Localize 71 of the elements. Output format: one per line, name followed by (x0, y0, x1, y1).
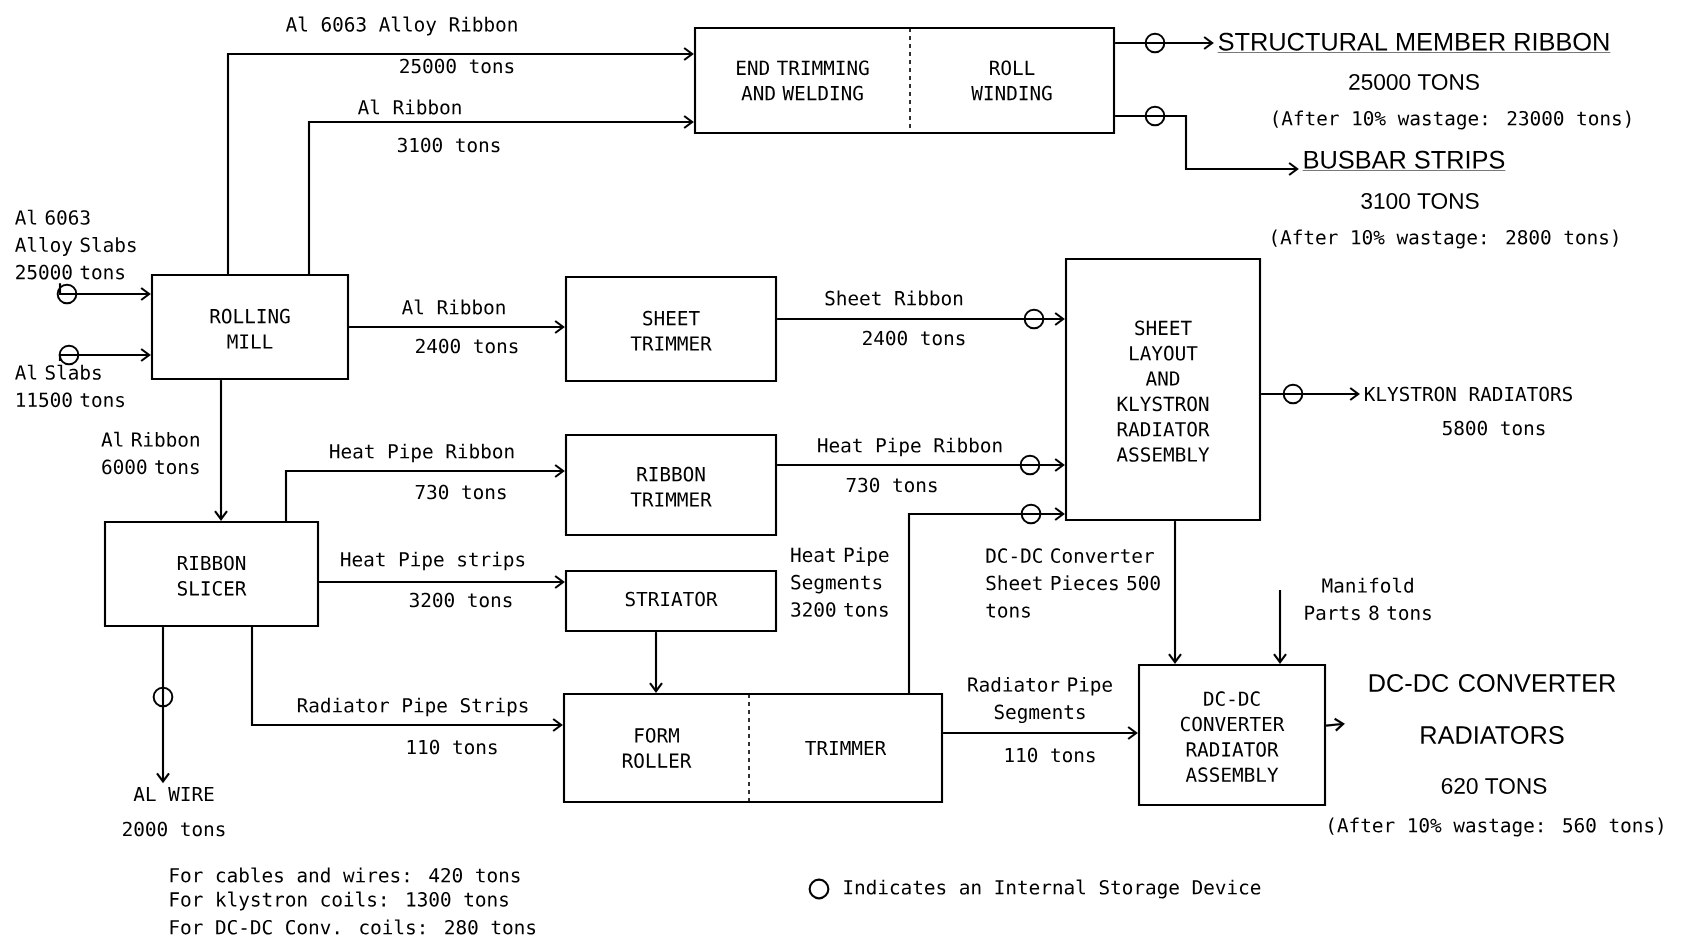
arrow (649, 632, 663, 693)
arrow (319, 575, 565, 589)
split-process-box: FORM ROLLER TRIMMER (562, 692, 944, 804)
process-box: DC-DC CONVERTER RADIATOR ASSEMBLY (1137, 663, 1327, 807)
note-text: For klystron coils: 1300 tons (170, 891, 508, 911)
quantity-text: (After 10% wastage: 560 tons) (1329, 817, 1663, 837)
quantity-text: 3100 tons (397, 137, 500, 153)
input-label: Al 6063 Alloy Slabs 25000 tons (15, 209, 136, 280)
process-box: ROLLING MILL (150, 273, 350, 381)
arrow (284, 464, 565, 521)
output-label: BUSBAR STRIPS (1302, 150, 1506, 171)
edge-label: Heat Pipe Segments 3200 tons (788, 545, 902, 619)
edge-label: Radiator Pipe Segments (960, 675, 1120, 725)
output-label: KLYSTRON RADIATORS (1365, 386, 1572, 402)
arrow (777, 458, 1065, 472)
arrow (226, 47, 694, 274)
arrow (1273, 590, 1287, 664)
arrow (58, 348, 151, 362)
quantity-text: 2400 tons (416, 338, 518, 354)
quantity-text: 2400 tons (863, 330, 965, 346)
edge-label: Al Ribbon (400, 298, 508, 316)
edge-label: Radiator Pipe Strips (295, 696, 531, 718)
arrow (307, 115, 694, 274)
note-text: For DC-DC Conv. coils: 280 tons (170, 919, 536, 935)
arrow (1115, 36, 1214, 50)
input-label: Manifold Parts 8 tons (1305, 577, 1431, 621)
output-label: STRUCTURAL MEMBER RIBBON (1217, 32, 1611, 53)
arrow (58, 283, 151, 301)
quantity-text: 3200 tons (409, 592, 512, 608)
quantity-text: 730 tons (415, 484, 506, 500)
arrow (349, 320, 565, 334)
arrow (777, 312, 1065, 326)
edge-label: Heat Pipe Ribbon (815, 436, 1005, 458)
arrow (1115, 114, 1299, 176)
edge-label: Heat Pipe Ribbon (327, 442, 517, 464)
quantity-text: 110 tons (407, 739, 497, 755)
arrow (943, 726, 1138, 740)
edge-label: Sheet Ribbon (822, 289, 966, 307)
quantity-text: (After 10% wastage: 2800 tons) (1272, 229, 1618, 249)
quantity-text: (After 10% wastage: 23000 tons) (1273, 110, 1631, 130)
arrow (1325, 717, 1345, 732)
arrow (214, 380, 228, 521)
arrow (250, 627, 563, 732)
edge-label: Heat Pipe strips (338, 550, 528, 572)
process-box: RIBBON TRIMMER (564, 433, 778, 537)
quantity-text: 620 TONS (1441, 778, 1547, 795)
edge-label: Al 6063 Alloy Ribbon (284, 15, 520, 37)
input-label: Al Slabs 11500 tons (15, 364, 124, 408)
arrow (1261, 387, 1360, 401)
process-box: RIBBON SLICER (103, 520, 320, 628)
quantity-text: 110 tons (1005, 747, 1095, 763)
split-process-box: END TRIMMING AND WELDING ROLL WINDING (693, 26, 1116, 135)
quantity-text: 3100 TONS (1361, 193, 1479, 210)
edge-label: DC-DC Converter Sheet Pieces 500 tons (983, 547, 1167, 619)
quantity-text: 730 tons (846, 477, 937, 493)
quantity-text: 2000 tons (123, 821, 225, 837)
edge-label: Al Ribbon 6000 tons (99, 430, 213, 476)
process-box: STRIATOR (564, 569, 778, 633)
quantity-text: 25000 TONS (1349, 74, 1479, 91)
output-label: DC-DC CONVERTER RADIATORS (1369, 674, 1616, 744)
process-box: SHEET LAYOUT AND KLYSTRON RADIATOR ASSEMBLY (1064, 257, 1262, 522)
output-label: AL WIRE (133, 786, 214, 802)
note-text: For cables and wires: 420 tons (170, 867, 520, 883)
process-box: SHEET TRIMMER (564, 275, 778, 383)
arrow (1168, 521, 1182, 664)
quantity-text: 5800 tons (1443, 420, 1545, 436)
arrow (907, 507, 1065, 693)
quantity-text: 25000 tons (400, 58, 514, 74)
edge-label: Al Ribbon (356, 98, 464, 116)
arrow (156, 627, 170, 784)
legend-text: Indicates an Internal Storage Device (844, 879, 1261, 899)
